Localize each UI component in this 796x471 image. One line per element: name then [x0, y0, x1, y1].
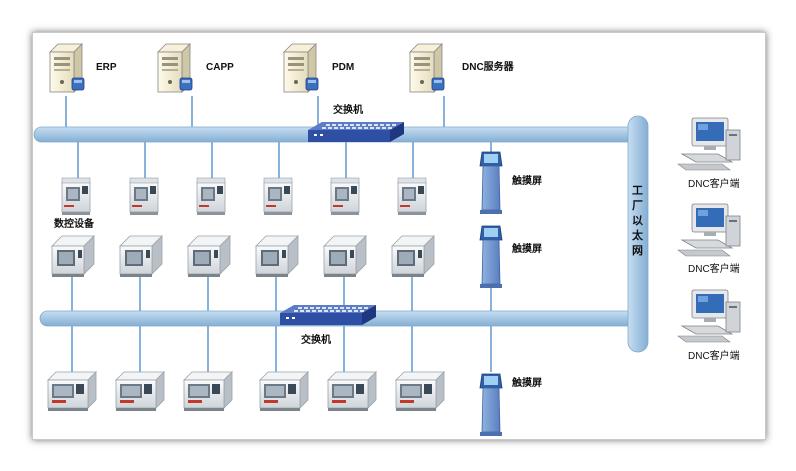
touchscreen-label: 触摸屏 — [511, 242, 542, 255]
backbone-bus — [627, 115, 649, 353]
desktop-pc-icon — [677, 117, 741, 171]
client-label: DNC客户端 — [688, 177, 740, 190]
desktop-pc-icon — [677, 289, 741, 343]
server-label: ERP — [96, 62, 117, 73]
cnc-machine-icon — [119, 235, 163, 278]
switch-top: 交换机 — [308, 103, 404, 142]
switch-label: 交换机 — [333, 103, 363, 116]
cnc-machine-icon — [129, 177, 159, 216]
backbone-label: 工 厂 以 太 网 — [631, 184, 644, 257]
cnc-row-3 — [47, 371, 445, 412]
backbone-char: 工 — [632, 184, 643, 197]
cnc-row-2 — [51, 235, 435, 278]
server-dnc: DNC服务器 — [409, 43, 515, 93]
server-label: PDM — [332, 62, 354, 73]
cnc-machine-icon — [263, 177, 293, 216]
cnc-machine-icon — [255, 235, 299, 278]
server-icon — [283, 43, 319, 93]
switch-label: 交换机 — [301, 333, 331, 346]
cnc-machine-icon — [187, 235, 231, 278]
switch-bottom: 交换机 — [280, 305, 376, 346]
cnc-lathe-icon — [47, 371, 97, 412]
touchscreen-1: 触摸屏 — [479, 151, 542, 215]
switch-icon — [308, 122, 404, 142]
backbone-char: 太 — [631, 228, 644, 242]
server-icon — [157, 43, 193, 93]
backbone-char: 网 — [632, 244, 643, 257]
backbone-char: 以 — [632, 214, 643, 227]
server-pdm: PDM — [283, 43, 354, 93]
dnc-client-2: DNC客户端 — [677, 203, 741, 275]
cnc-label: 数控设备 — [54, 217, 95, 230]
backbone-char: 厂 — [632, 199, 643, 212]
server-label: CAPP — [206, 62, 234, 73]
cnc-machine-icon — [323, 235, 367, 278]
server-capp: CAPP — [157, 43, 234, 93]
cnc-machine-icon — [51, 235, 95, 278]
server-label: DNC服务器 — [462, 60, 515, 73]
cnc-machine-icon — [61, 177, 91, 216]
touchscreen-3: 触摸屏 — [479, 373, 542, 437]
cnc-row-1 — [61, 177, 427, 216]
touchscreen-2: 触摸屏 — [479, 225, 542, 289]
cnc-machine-icon — [397, 177, 427, 216]
cnc-machine-icon — [196, 177, 226, 216]
server-icon — [409, 43, 445, 93]
cnc-lathe-icon — [183, 371, 233, 412]
server-icon — [49, 43, 85, 93]
cnc-lathe-icon — [259, 371, 309, 412]
dnc-client-1: DNC客户端 — [677, 117, 741, 190]
dnc-client-3: DNC客户端 — [677, 289, 741, 362]
cnc-lathe-icon — [115, 371, 165, 412]
drop-lines — [65, 96, 492, 374]
touchscreen-label: 触摸屏 — [511, 174, 542, 187]
client-label: DNC客户端 — [688, 262, 740, 275]
touchscreen-icon — [479, 225, 503, 289]
touchscreen-icon — [479, 151, 503, 215]
client-label: DNC客户端 — [688, 349, 740, 362]
touchscreen-icon — [479, 373, 503, 437]
switch-icon — [280, 305, 376, 325]
touchscreen-label: 触摸屏 — [511, 376, 542, 389]
server-erp: ERP — [49, 43, 117, 93]
cnc-lathe-icon — [327, 371, 377, 412]
desktop-pc-icon — [677, 203, 741, 257]
cnc-machine-icon — [330, 177, 360, 216]
cnc-lathe-icon — [395, 371, 445, 412]
cnc-machine-icon — [391, 235, 435, 278]
